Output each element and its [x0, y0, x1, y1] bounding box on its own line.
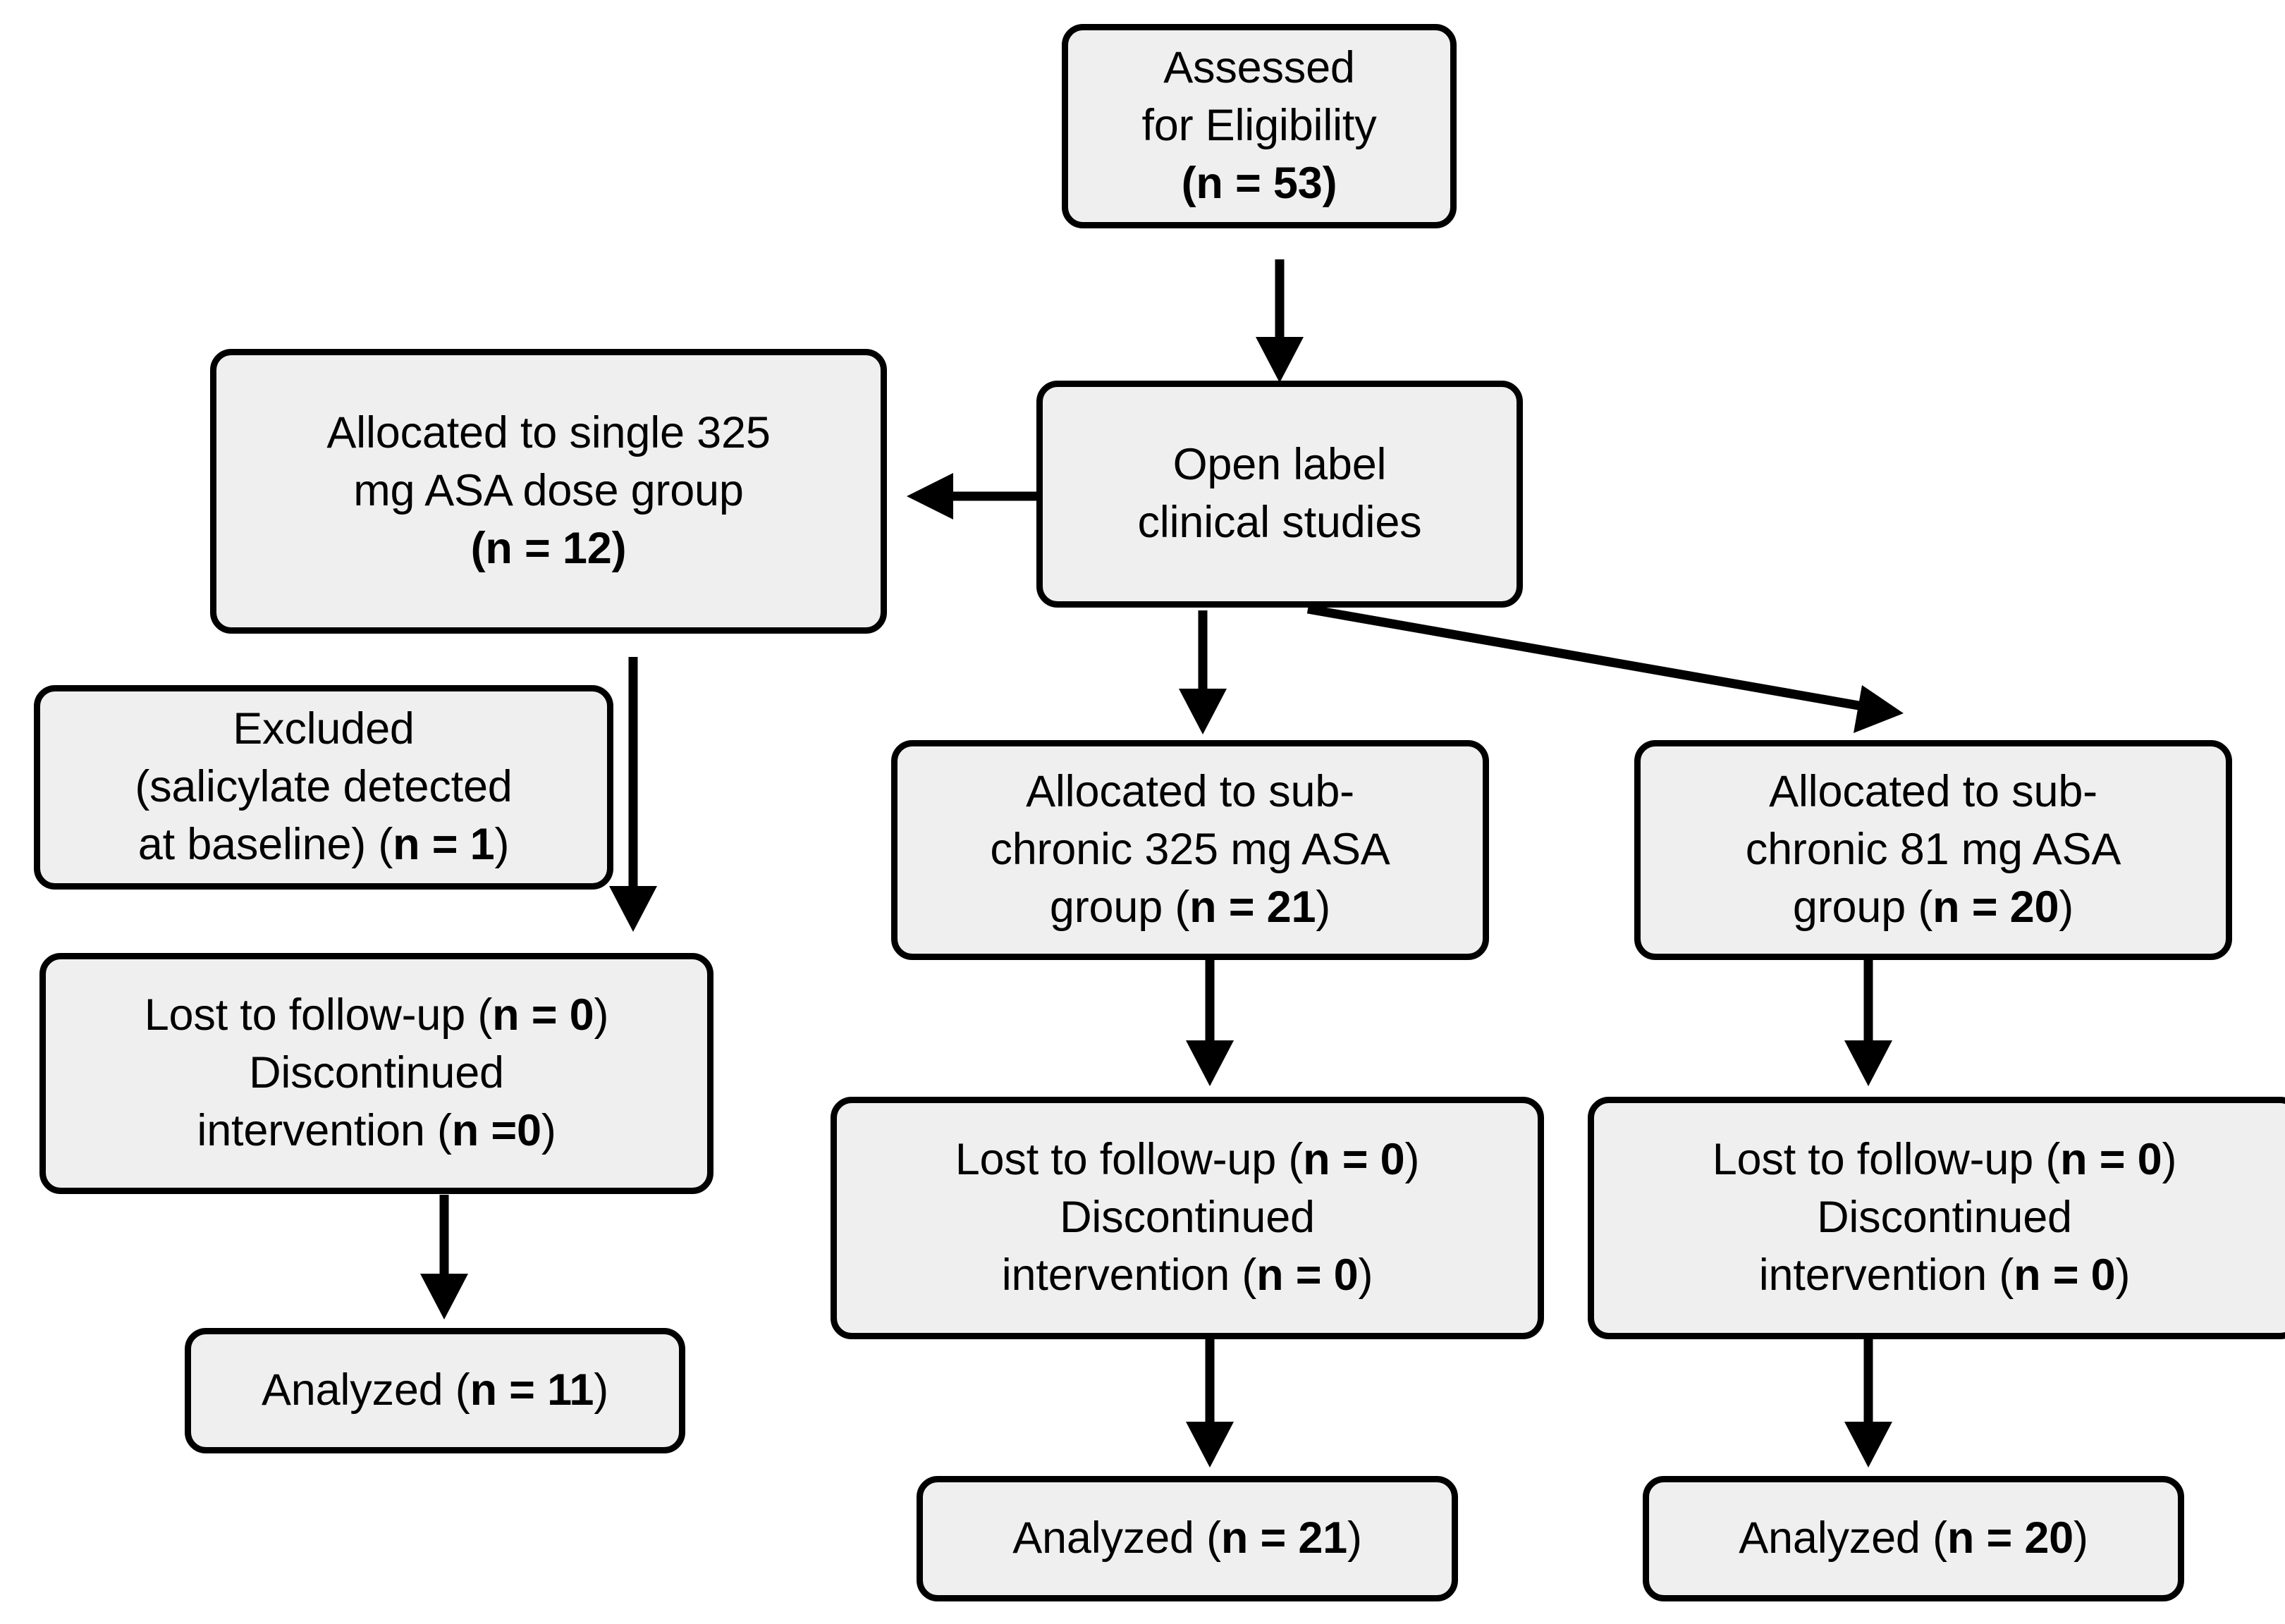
arrow-subchronic-325-to-followup-mid — [1186, 960, 1234, 1086]
analyzed-middle-text: Analyzed (n = 21) — [1012, 1513, 1362, 1563]
arrow-open-label-to-single-325 — [907, 473, 1036, 519]
arrow-single-325-to-followup-left — [609, 657, 657, 932]
analyzed-left-box: Analyzed (n = 11) — [185, 1328, 685, 1453]
arrow-followup-right-to-analyzed-right — [1844, 1339, 1892, 1468]
analyzed-right-text: Analyzed (n = 20) — [1739, 1513, 2088, 1563]
arrow-followup-left-to-analyzed-left — [420, 1195, 468, 1320]
arrow-open-label-to-subchronic-325 — [1179, 610, 1227, 734]
analyzed-middle-box: Analyzed (n = 21) — [917, 1476, 1458, 1601]
arrow-followup-mid-to-analyzed-mid — [1186, 1339, 1234, 1468]
analyzed-right-box: Analyzed (n = 20) — [1643, 1476, 2184, 1601]
arrow-assessed-to-open-label — [1256, 259, 1304, 383]
analyzed-left-text: Analyzed (n = 11) — [261, 1365, 609, 1415]
arrow-open-label-to-subchronic-81 — [1306, 604, 1904, 733]
arrow-subchronic-81-to-followup-right — [1844, 960, 1892, 1086]
